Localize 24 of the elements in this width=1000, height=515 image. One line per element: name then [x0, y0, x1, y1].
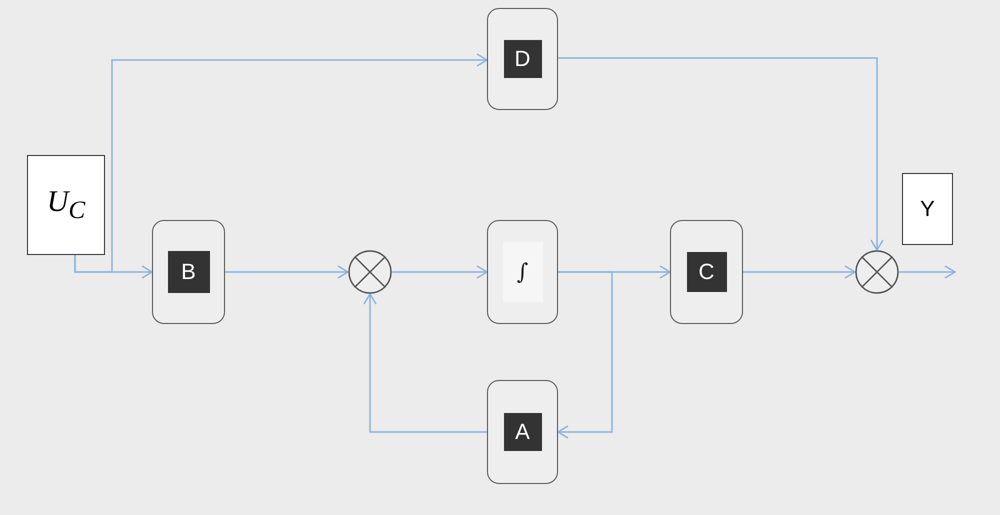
- signal-arrow: [558, 57, 884, 251]
- signal-arrow: [74, 53, 488, 273]
- block-box: [152, 220, 225, 324]
- block-box: [670, 220, 743, 324]
- block-box: [487, 220, 558, 324]
- signal-arrow: [743, 265, 856, 279]
- signal-arrow: [899, 265, 956, 279]
- summing-junction: [348, 250, 392, 294]
- signal-label: [27, 155, 105, 255]
- signal-arrow: [557, 271, 613, 439]
- signal-arrow: [392, 265, 488, 279]
- block-label: A: [504, 413, 542, 451]
- signal-name: Y: [920, 196, 935, 222]
- signal-label: [902, 173, 953, 245]
- block-label: D: [504, 40, 542, 78]
- summing-junction: [855, 250, 899, 294]
- block-label: ∫: [502, 242, 542, 302]
- block-box: [487, 380, 558, 484]
- signal-arrow: [225, 265, 349, 279]
- signal-arrow: [363, 293, 487, 433]
- signal-name: U$_{C}$: [46, 185, 86, 225]
- block-label: B: [168, 251, 210, 293]
- block-box: [487, 8, 558, 110]
- block-label: C: [686, 252, 726, 292]
